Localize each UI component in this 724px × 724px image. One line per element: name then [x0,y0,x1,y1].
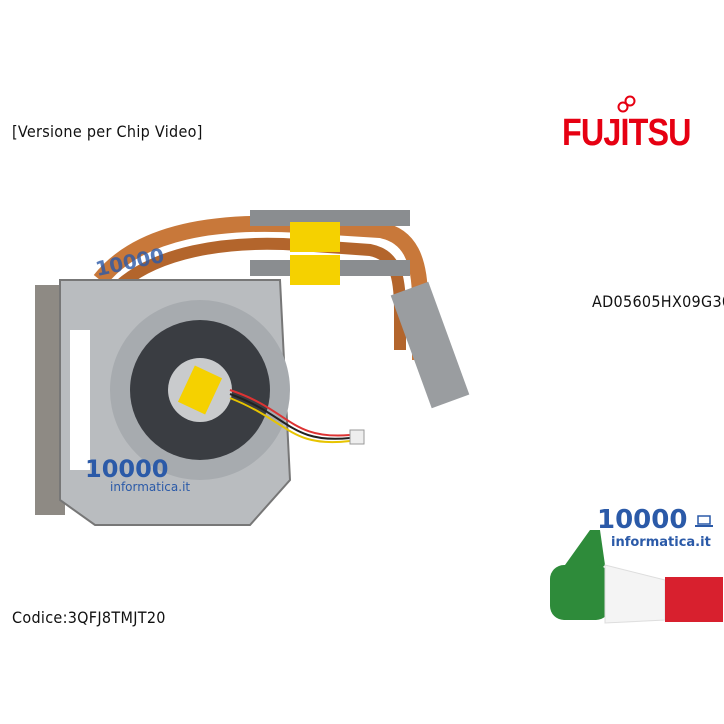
watermark-site: informatica.it [110,480,191,494]
badge-site: informatica.it [611,535,711,550]
subtitle: [Versione per Chip Video] [12,122,203,141]
product-photo-fan-heatsink [35,210,470,526]
italy-thumbs-up-badge: 10000 informatica.it [545,505,724,635]
product-code: Codice:3QFJ8TMJT20 [12,608,166,627]
badge-number: 10000 [597,505,688,535]
fujitsu-infinity-icon [617,95,636,113]
laptop-icon [695,515,713,527]
part-number: AD05605HX09G300 [592,292,724,311]
watermark-number: 10000 [85,455,169,483]
fujitsu-logo: FUJITSU [562,112,692,154]
thumbs-up-italian-flag-icon [550,530,723,624]
